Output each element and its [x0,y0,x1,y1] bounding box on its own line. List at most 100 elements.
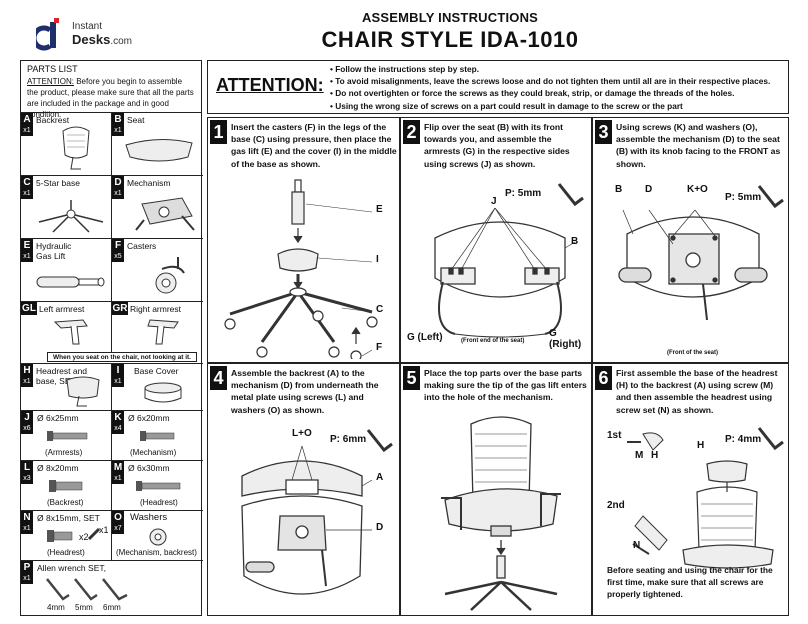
attention-bullet: • Follow the instructions step by step. [330,64,480,74]
allen-wrench-icon [757,185,784,209]
brand-suffix: .com [110,36,132,47]
pin-icon [87,527,101,541]
attention-list: • Follow the instructions step by step. … [330,63,770,112]
part-qty: x1 [21,574,33,584]
part-id: H [21,364,33,377]
part-cell-h: H x1 Headrest and base, SET [21,364,112,411]
attention-label: ATTENTION: [216,75,324,95]
label-k-o: K+O [687,184,708,195]
part-name: Casters [127,241,157,251]
part-name: Seat [127,115,145,125]
part-cell-m: M x1 Ø 6x30mm (Headrest) [112,461,203,511]
part-name: Mechanism [127,178,171,188]
part-id: L [21,461,33,474]
wrench-size-label: P: 6mm [330,434,367,445]
part-name: 5-Star base [36,178,80,188]
part-qty: x1 [112,126,124,136]
part-name: Ø 6x20mm [128,413,170,423]
label-d: D [376,522,384,533]
part-name: Ø 6x30mm [128,463,170,473]
part-id: J [21,411,33,424]
wrench-size-label: P: 5mm [725,192,762,203]
attention-bullet: • To avoid misalignments, leave the scre… [330,76,771,87]
mechanism-seat-illustration [618,209,768,321]
part-cell-j: J x6 Ø 6x25mm (Armrests) [21,411,112,461]
wrench-size-4: 4mm [47,603,65,612]
part-cell-a: A x1 Backrest [21,113,112,176]
part-id: P [21,561,33,574]
parts-list-header: PARTS LIST ATTENTION: Before you begin t… [21,61,201,119]
document-title: CHAIR STYLE IDA-1010 [321,27,579,52]
part-caption: (Headrest) [47,548,85,557]
step-1: 1 Insert the casters (F) in the legs of … [207,117,400,363]
brand-name: Instant Desks.com [72,20,132,48]
label-m: M [635,450,644,461]
part-cell-n: N x1 Ø 8x15mm, SET x2 x1 (Headrest) [21,511,112,561]
gas-lift-icon [36,276,105,288]
part-cell-o: O x7 Washers (Mechanism, backrest) [112,511,203,561]
screw-m-icon [136,481,181,491]
headrest-screw-detail [632,515,668,555]
attention-bullet: • Do not overtighten or force the screws… [330,88,735,99]
washer-icon [149,528,167,546]
part-name: Ø 8x15mm, SET [37,513,100,523]
front-seat-note: (Front of the seat) [667,350,718,356]
allen-wrench-icon [557,183,584,207]
final-tighten-note: Before seating and using the chair for t… [607,565,773,600]
allen-wrench-icon [366,429,393,453]
part-qty: x3 [21,474,33,484]
part-id: F [112,239,124,252]
part-sub-qty: x1 [99,525,109,535]
attention-box: ATTENTION: • Follow the instructions ste… [207,60,789,114]
part-name: Ø 8x20mm [37,463,79,473]
seat-icon [125,138,193,162]
backrest-icon [62,126,90,170]
part-qty: x1 [112,189,124,199]
label-c: C [376,304,384,315]
headrest-base-detail [627,432,664,451]
step-number: 2 [403,120,420,144]
allen-wrench-icon [757,427,784,451]
part-qty: x1 [21,377,33,387]
brand-line2: Desks [72,32,111,47]
part-caption: (Mechanism, backrest) [116,548,197,557]
step-text: Flip over the seat (B) with its front to… [424,122,570,169]
base-assembly-illustration [224,179,378,359]
label-j: J [491,196,497,207]
part-cell-d: D x1 Mechanism [112,176,203,239]
part-id: E [21,239,33,252]
part-cell-l: L x3 Ø 8x20mm (Backrest) [21,461,112,511]
part-name: Backrest [36,115,70,125]
screw-n-icon [47,530,73,542]
screw-l-icon [49,480,83,492]
step-text: Insert the casters (F) in the legs of th… [231,122,397,169]
step-5: 5 Place the top parts over the base part… [400,363,592,616]
part-name: Hydraulic Gas Lift [36,241,72,261]
backrest-mechanism-illustration [241,446,373,595]
part-qty: x1 [21,126,33,136]
headrest-icon [66,376,100,407]
label-f: F [376,342,383,353]
label-g-left: G (Left) [407,332,443,343]
armrest-orientation-note: When you seat on the chair, not looking … [47,352,197,362]
part-id: N [21,511,33,524]
right-armrest-icon [147,319,179,345]
step-4: 4 Assemble the backrest (A) to the mecha… [207,363,400,616]
part-caption: (Headrest) [140,498,178,507]
seat-armrest-illustration [434,208,576,338]
step-text: First assemble the base of the headrest … [616,368,778,415]
part-cell-i: I x1 Base Cover [112,364,203,411]
parts-list-note: ATTENTION: Before you begin to assemble … [27,76,195,120]
part-name: Ø 6x25mm [37,413,79,423]
part-name: Headrest and base, SET [36,366,88,386]
label-h-headrest: H [697,440,705,451]
base-cover-icon [144,382,182,403]
allen-wrench-icon [46,578,128,601]
part-cell-k: K x4 Ø 6x20mm (Mechanism) [112,411,203,461]
screw-k-icon [140,431,175,441]
part-cell-e: E x1 Hydraulic Gas Lift [21,239,112,302]
part-caption: (Backrest) [47,498,84,507]
part-id: I [112,364,124,377]
part-id: B [112,113,124,126]
part-cell-gr: GR Right armrest [112,302,203,352]
